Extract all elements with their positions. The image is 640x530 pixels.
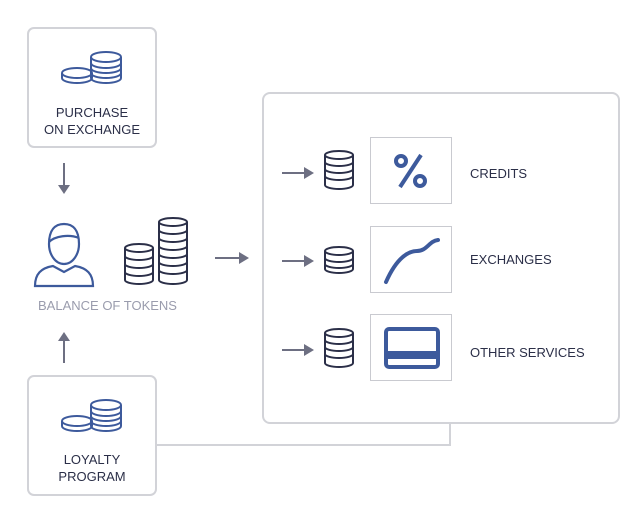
coin-stack-icon: [324, 246, 354, 274]
loyalty-label-line2: PROGRAM: [58, 469, 126, 484]
service-label-exchanges: EXCHANGES: [470, 252, 552, 267]
exchanges-icon-box: [370, 226, 452, 293]
service-label-credits: CREDITS: [470, 166, 528, 181]
token-stacks-icon: [124, 217, 188, 285]
coins-icon: [61, 51, 122, 84]
coin-stack-icon: [324, 328, 354, 368]
coins-icon: [61, 399, 122, 432]
arrow-right-icon: [282, 167, 314, 179]
arrow-right-icon: [282, 255, 314, 267]
loyalty-box: LOYALTY PROGRAM: [27, 375, 157, 496]
card-icon: [384, 327, 440, 369]
purchase-label-line2: ON EXCHANGE: [43, 122, 141, 137]
loyalty-label-line1: LOYALTY: [63, 452, 121, 467]
arrow-right-icon: [282, 344, 314, 356]
other-services-icon-box: [370, 314, 452, 381]
service-label-other: OTHER SERVICES: [470, 345, 585, 360]
services-panel: CREDITS EXCHANGES OTHER SERVI: [262, 92, 620, 424]
credits-icon-box: [370, 137, 452, 204]
coin-stack-icon: [324, 150, 354, 190]
user-icon: [33, 222, 95, 288]
arrow-right-icon: [215, 252, 249, 264]
percent-icon: [394, 153, 427, 189]
arrow-down-icon: [58, 163, 70, 194]
purchase-label-line1: PURCHASE: [55, 105, 129, 120]
arrow-up-icon: [58, 332, 70, 363]
curve-icon: [384, 238, 440, 284]
balance-label: BALANCE OF TOKENS: [38, 298, 177, 313]
purchase-box: PURCHASE ON EXCHANGE: [27, 27, 157, 148]
